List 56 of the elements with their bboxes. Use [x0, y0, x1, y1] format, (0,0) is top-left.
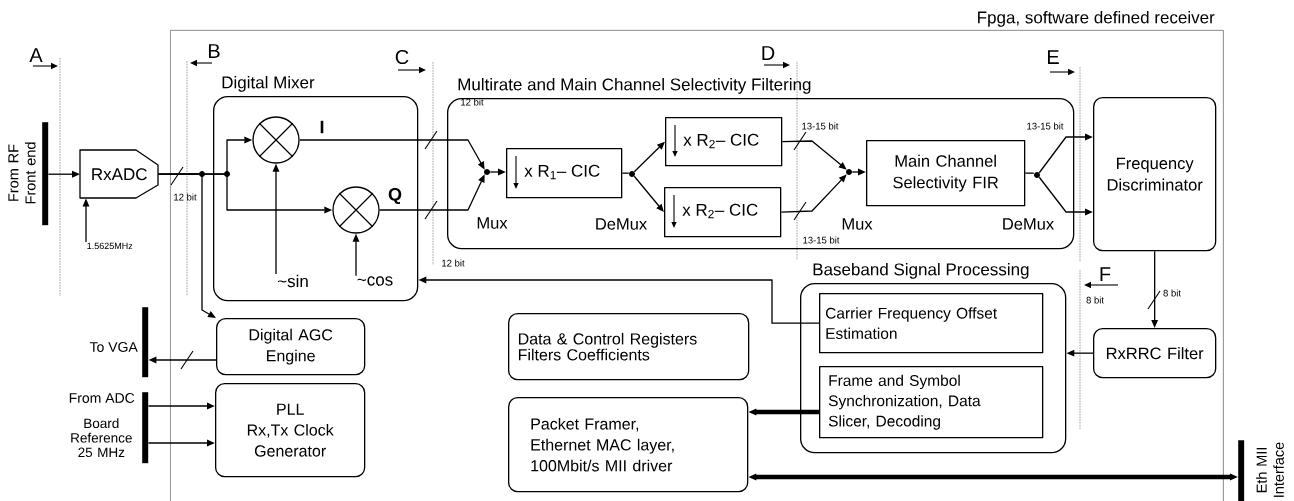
arrow: [780, 174, 847, 213]
connector-bar: Eth MII Interface: [1238, 440, 1284, 501]
node-label: Multirate and Main Channel Selectivity Filtering: [458, 77, 811, 94]
section-letter: D: [762, 46, 775, 60]
process-box: Frame and Symbol Synchronization, Data Slicer, Decoding: [819, 366, 1044, 439]
process-box: Main Channel Selectivity FIR: [866, 140, 1026, 207]
bit-width-label: 8 bit: [1086, 296, 1104, 304]
process-box: Digital AGC Engine: [216, 318, 366, 376]
process-box: RxRRC Filter: [1093, 328, 1217, 379]
connector-bar: From ADC Board Reference 25 MHz: [69, 392, 149, 464]
arrow: [781, 140, 847, 170]
edge-label: I: [318, 119, 326, 135]
signal-label: ~cos: [357, 276, 393, 286]
node-label: From ADC: [69, 393, 135, 403]
node-label: From RF Front end: [8, 142, 36, 204]
section-letter: A: [29, 48, 43, 62]
node-label: Fpga, software defined receiver: [978, 10, 1215, 27]
bit-width-label: 13-15 bit: [802, 122, 839, 130]
mixer-symbol: [332, 186, 380, 234]
bit-width-label: 8 bit: [1163, 289, 1181, 297]
node-label: To VGA: [89, 342, 138, 352]
process-box: Frequency Discriminator: [1093, 97, 1217, 252]
signal-label: 1.5625MHz: [87, 242, 133, 250]
filter-box: x R$_{2}$– CIC: [665, 117, 783, 167]
edge-label: Q: [387, 186, 403, 206]
process-box: PLL Rx,Tx Clock Generator: [215, 383, 366, 478]
section-letter: C: [395, 49, 409, 65]
bit-width-label: 12 bit: [461, 98, 484, 106]
section-letter: E: [1048, 50, 1059, 64]
node-label: Eth MII Interface: [1256, 442, 1284, 497]
mixer-symbol: [252, 116, 300, 164]
connector-line: [621, 172, 630, 174]
node-label: Board Reference 25 MHz: [71, 418, 132, 458]
connector-bar: To VGA: [89, 307, 149, 378]
connector-bar: From RF Front end: [8, 122, 49, 226]
connector-line: [1024, 172, 1035, 174]
section-letter: B: [209, 44, 220, 58]
section-letter: F: [1100, 267, 1111, 281]
bit-width-label: 13-15 bit: [803, 236, 840, 244]
bit-width-label: 13-15 bit: [1027, 122, 1064, 130]
mux-label: Mux: [842, 218, 873, 230]
process-box: Data & Control Registers Filters Coefficients: [508, 313, 750, 381]
node-label: Baseband Signal Processing: [813, 262, 1029, 279]
filter-box: x R$_{1}$– CIC: [506, 148, 623, 199]
mux-label: Mux: [477, 217, 508, 229]
filter-box: x R$_{2}$– CIC: [664, 187, 782, 238]
demux-label: DeMux: [1003, 218, 1054, 230]
arrow: [157, 173, 216, 318]
demux-label: DeMux: [596, 218, 647, 230]
signal-label: ~sin: [277, 274, 308, 288]
bit-width-label: 12 bit: [174, 193, 197, 201]
process-box: Carrier Frequency Offset Estimation: [819, 293, 1044, 354]
process-box: Packet Framer, Ethernet MAC layer, 100Mbit/s MII driver: [508, 397, 749, 493]
adc-block: RxADC: [79, 149, 159, 199]
node-label: Digital Mixer: [222, 75, 315, 92]
bit-width-label: 12 bit: [442, 259, 465, 267]
